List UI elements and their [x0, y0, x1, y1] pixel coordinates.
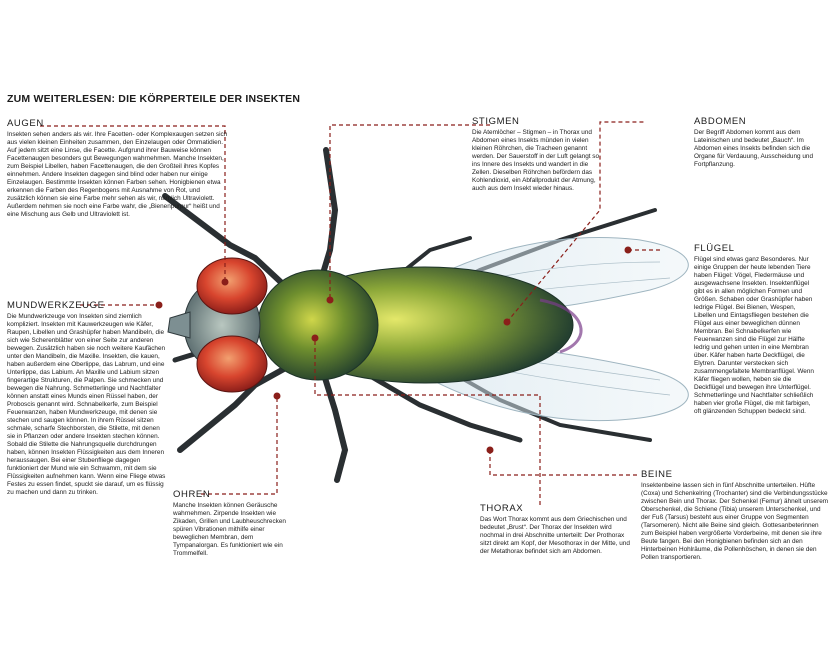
section-text: Das Wort Thorax kommt aus dem Griechisch… — [480, 516, 630, 555]
fly-thorax — [257, 269, 379, 381]
section-abdomen: ABDOMEN Der Begriff Abdomen kommt aus de… — [694, 116, 818, 169]
fly-eye-top — [196, 257, 268, 315]
section-text: Die Atemlöcher – Stigmen – in Thorax und… — [472, 129, 600, 192]
section-augen: AUGEN Insekten sehen anders als wir. Ihr… — [7, 118, 229, 219]
leader-lines — [40, 121, 660, 505]
section-heading: OHREN — [173, 489, 211, 500]
section-stigmen: STIGMEN Die Atemlöcher – Stigmen – in Th… — [472, 116, 602, 193]
section-beine: BEINE Insektenbeine lassen sich in fünf … — [641, 469, 829, 562]
section-heading: BEINE — [641, 469, 673, 480]
section-text: Insektenbeine lassen sich in fünf Abschn… — [641, 482, 829, 561]
fly-eye-bottom — [196, 335, 268, 393]
section-heading: ABDOMEN — [694, 116, 747, 127]
section-mundwerkzeuge: MUNDWERKZEUGE Die Mundwerkzeuge von Inse… — [7, 300, 169, 497]
fly-mouthparts — [167, 311, 191, 339]
section-text: Insekten sehen anders als wir. Ihre Face… — [7, 131, 228, 218]
section-text: Die Mundwerkzeuge von Insekten sind ziem… — [7, 313, 166, 496]
section-heading: FLÜGEL — [694, 243, 735, 254]
section-text: Der Begriff Abdomen kommt aus dem Latein… — [694, 129, 814, 168]
section-fluegel: FLÜGEL Flügel sind etwas ganz Besonderes… — [694, 243, 818, 416]
section-heading: STIGMEN — [472, 116, 520, 127]
section-heading: THORAX — [480, 503, 524, 514]
leader-dots — [155, 246, 632, 454]
section-thorax: THORAX Das Wort Thorax kommt aus dem Gri… — [480, 503, 630, 556]
section-heading: AUGEN — [7, 118, 44, 129]
page-title: ZUM WEITERLESEN: DIE KÖRPERTEILE DER INS… — [7, 93, 301, 105]
section-heading: MUNDWERKZEUGE — [7, 300, 105, 311]
section-ohren: OHREN Manche Insekten können Geräusche w… — [173, 489, 288, 558]
section-text: Manche Insekten können Geräusche wahrneh… — [173, 502, 286, 557]
section-text: Flügel sind etwas ganz Besonderes. Nur e… — [694, 256, 814, 415]
